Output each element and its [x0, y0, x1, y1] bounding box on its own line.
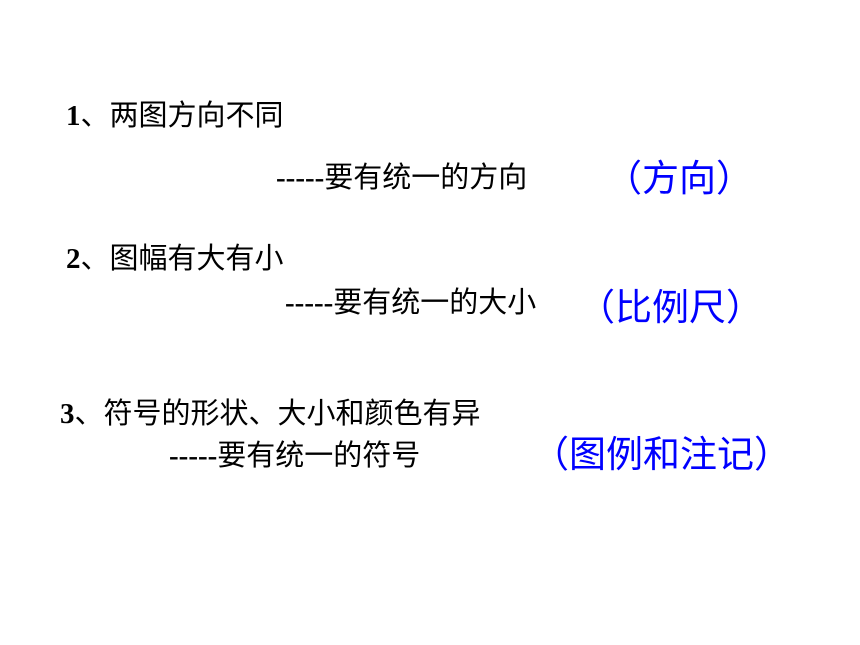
item-1-solution-line: -----要有统一的方向 — [276, 163, 527, 193]
item-2-problem: 图幅有大有小 — [109, 241, 284, 275]
item-3-solution-line: -----要有统一的符号 — [169, 441, 420, 471]
item-3-separator: 、 — [74, 396, 104, 430]
item-1-number: 1 — [66, 100, 81, 132]
item-3-problem-line: 3、符号的形状、大小和颜色有异 — [60, 399, 481, 429]
item-2-number: 2 — [66, 243, 81, 275]
item-3-number: 3 — [60, 398, 75, 430]
item-1-solution: 要有统一的方向 — [324, 160, 528, 194]
item-1-separator: 、 — [80, 98, 110, 132]
item-1-problem: 两图方向不同 — [109, 98, 284, 132]
item-3-dashes: ----- — [169, 440, 218, 472]
item-1-note: （方向） — [605, 157, 753, 200]
item-2-note: （比例尺） — [578, 286, 763, 329]
item-3-problem: 符号的形状、大小和颜色有异 — [103, 396, 481, 430]
item-2-problem-line: 2、图幅有大有小 — [66, 244, 284, 274]
item-1-problem-line: 1、两图方向不同 — [66, 101, 284, 131]
item-2-solution: 要有统一的大小 — [333, 285, 537, 319]
item-2-solution-line: -----要有统一的大小 — [285, 288, 536, 318]
item-3-solution: 要有统一的符号 — [217, 438, 421, 472]
item-3-note: （图例和注记） — [532, 433, 791, 476]
item-2-dashes: ----- — [285, 287, 334, 319]
item-1-dashes: ----- — [276, 162, 325, 194]
item-2-separator: 、 — [80, 241, 110, 275]
